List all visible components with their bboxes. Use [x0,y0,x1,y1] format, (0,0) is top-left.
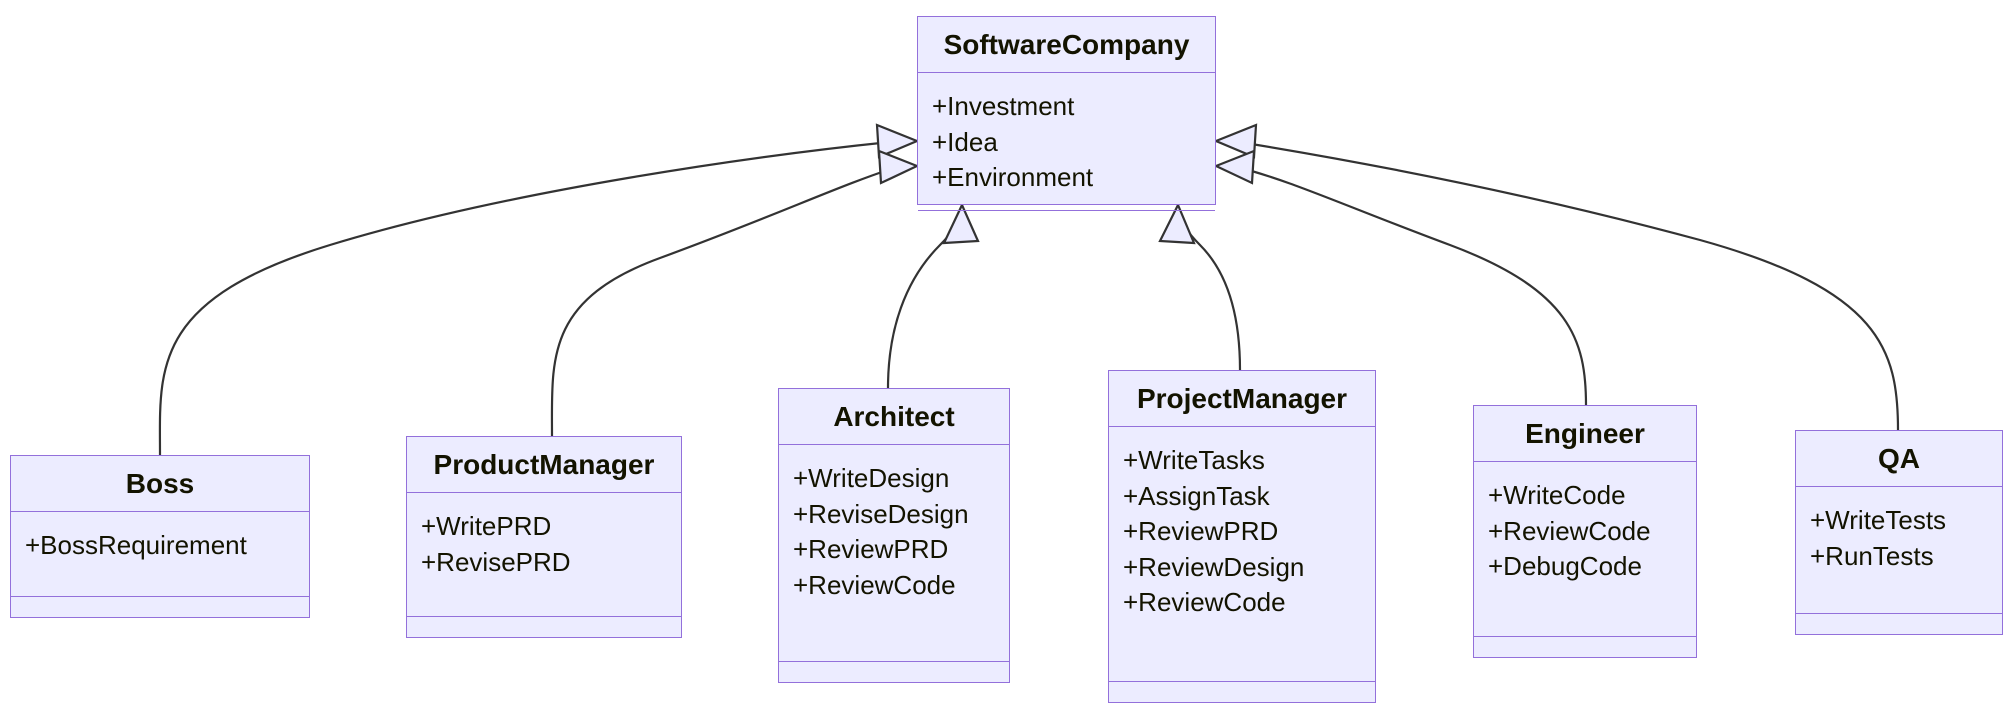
class-attribute: +WritePRD [421,511,552,541]
generalization-arrowhead-productmanager [877,149,920,185]
class-attribute: +RunTests [1810,540,1934,571]
generalization-arrowhead-boss [875,123,920,159]
class-attribute: +Idea [932,126,998,157]
class-attributes-engineer: +WriteCode +ReviewCode +DebugCode [1474,462,1696,637]
class-attributes-boss: +BossRequirement [11,512,309,597]
class-methods-softwarecompany [918,211,1215,231]
class-methods-projectmanager [1109,682,1375,702]
class-attributes-architect: +WriteDesign +ReviseDesign +ReviewPRD +R… [779,445,1009,662]
class-node-qa[interactable]: QA +WriteTests +RunTests [1795,430,2003,635]
class-attribute: +ReviewCode [1488,515,1651,546]
class-attributes-softwarecompany: +Investment +Idea +Environment [918,73,1215,211]
generalization-arrowhead-engineer [1213,149,1256,185]
class-node-engineer[interactable]: Engineer +WriteCode +ReviewCode +DebugCo… [1473,405,1697,658]
class-attribute: +ReviewPRD [793,534,949,565]
class-attribute: +ReviseDesign [793,498,969,529]
class-attribute: +ReviewDesign [1123,551,1305,582]
class-attribute: +WriteTests [1810,505,1947,535]
class-attribute: +Investment [932,91,1075,121]
edge-architect-to-softwarecompany [886,211,964,389]
class-title-projectmanager: ProjectManager [1109,371,1375,427]
class-node-softwarecompany[interactable]: SoftwareCompany +Investment +Idea +Envir… [917,16,1216,211]
class-methods-boss [11,597,309,617]
class-methods-productmanager [407,617,681,637]
class-methods-qa [1796,614,2002,634]
class-title-softwarecompany: SoftwareCompany [918,17,1215,73]
class-title-qa: QA [1796,431,2002,487]
class-node-productmanager[interactable]: ProductManager +WritePRD +RevisePRD [406,436,682,638]
class-attribute: +ReviewPRD [1123,516,1279,547]
class-attribute: +WriteTasks [1123,445,1265,475]
class-attribute: +WriteDesign [793,463,950,493]
class-node-projectmanager[interactable]: ProjectManager +WriteTasks +AssignTask +… [1108,370,1376,703]
edge-projectmanager-to-softwarecompany [1176,211,1242,371]
class-attribute: +ReviewCode [793,569,956,600]
class-attribute: +RevisePRD [421,546,571,577]
class-node-architect[interactable]: Architect +WriteDesign +ReviseDesign +Re… [778,388,1010,683]
generalization-arrowhead-qa [1213,123,1258,159]
class-title-architect: Architect [779,389,1009,445]
class-attributes-productmanager: +WritePRD +RevisePRD [407,493,681,617]
class-attributes-qa: +WriteTests +RunTests [1796,487,2002,614]
class-methods-engineer [1474,637,1696,657]
class-attribute: +BossRequirement [25,530,247,560]
class-title-productmanager: ProductManager [407,437,681,493]
class-title-boss: Boss [11,456,309,512]
class-node-boss[interactable]: Boss +BossRequirement [10,455,310,618]
class-attribute: +WriteCode [1488,480,1626,510]
class-attribute: +Environment [932,162,1094,193]
class-attribute: +ReviewCode [1123,587,1286,618]
class-attribute: +DebugCode [1488,551,1642,582]
class-title-engineer: Engineer [1474,406,1696,462]
class-methods-architect [779,662,1009,682]
class-attribute: +AssignTask [1123,480,1270,511]
class-attributes-projectmanager: +WriteTasks +AssignTask +ReviewPRD +Revi… [1109,427,1375,682]
